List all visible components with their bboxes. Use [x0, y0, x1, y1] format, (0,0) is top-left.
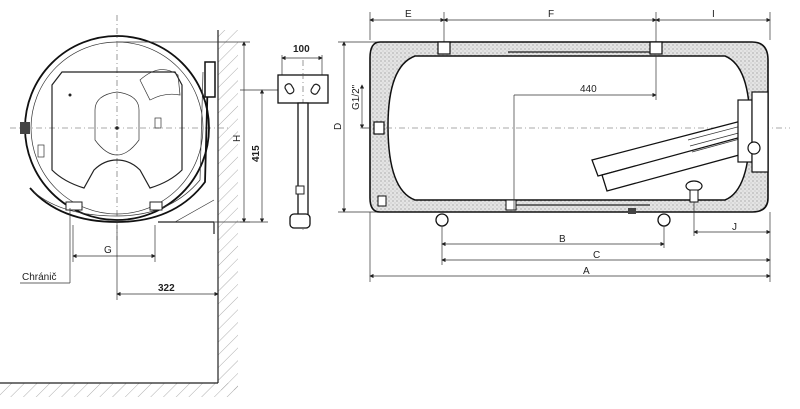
- side-view: [10, 15, 228, 240]
- front-view: E F I 440: [360, 9, 790, 282]
- protector-callout: Chránič: [20, 208, 71, 284]
- protector-label: Chránič: [22, 272, 56, 283]
- dim-h-label: H: [232, 135, 243, 142]
- thread-label: G1/2": [351, 84, 362, 110]
- dim-i-label: I: [712, 9, 715, 20]
- dim-415: 415: [240, 89, 300, 223]
- dim-e-label: E: [405, 9, 412, 20]
- dim-a-label: A: [583, 266, 590, 277]
- dim-d-label: D: [333, 123, 344, 130]
- dim-100-label: 100: [293, 44, 310, 55]
- dim-322: 322: [116, 225, 219, 300]
- dim-322-label: 322: [158, 283, 175, 294]
- dim-b-label: B: [559, 234, 566, 245]
- dim-g: G: [72, 225, 156, 262]
- dim-g-label: G: [104, 245, 112, 256]
- dim-j-label: J: [732, 222, 737, 233]
- dim-415-label: 415: [251, 145, 262, 162]
- dim-440-label: 440: [580, 84, 597, 95]
- dim-d: D: [333, 41, 380, 213]
- dim-c-label: C: [593, 250, 600, 261]
- dim-f-label: F: [548, 9, 554, 20]
- bracket-detail: 100: [277, 44, 329, 230]
- wall: [0, 30, 238, 397]
